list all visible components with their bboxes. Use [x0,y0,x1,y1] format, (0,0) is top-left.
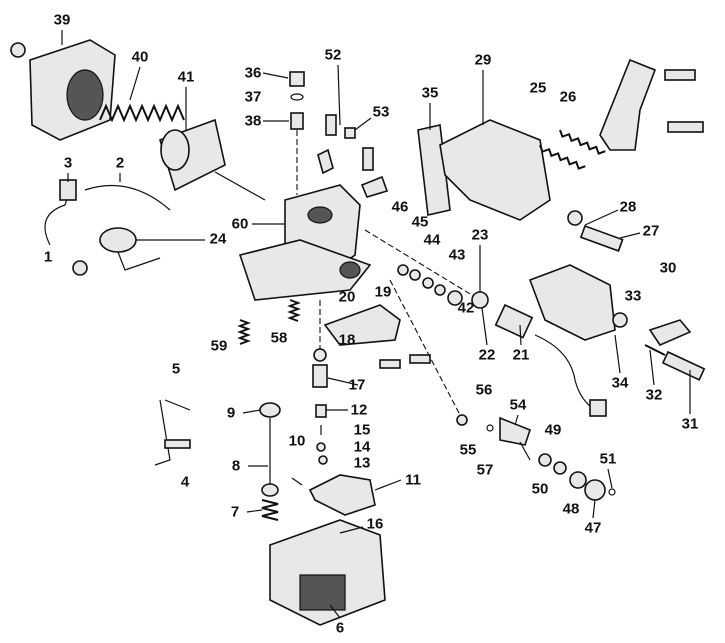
part-number-25: 25 [529,79,547,97]
part-number-45: 45 [411,213,429,231]
part-number-49: 49 [544,421,562,439]
part-number-8: 8 [231,457,241,475]
part-carburetor-body-60 [238,184,372,301]
part-number-36: 36 [244,64,262,82]
part-float-bowl-6 [269,519,386,626]
part-spring-40 [99,103,185,123]
part-actuator-29 [439,119,551,221]
part-number-2: 2 [115,154,125,172]
part-number-41: 41 [177,68,195,86]
part-number-34: 34 [611,374,629,392]
part-number-44: 44 [423,231,441,249]
part-number-12: 12 [350,401,368,419]
part-number-6: 6 [335,619,345,637]
part-number-7: 7 [230,503,240,521]
part-number-5: 5 [171,360,181,378]
part-number-48: 48 [562,500,580,518]
part-number-40: 40 [131,48,149,66]
part-number-28: 28 [619,198,637,216]
part-number-22: 22 [478,346,496,364]
part-motor-housing [10,39,116,141]
part-number-51: 51 [599,450,617,468]
part-number-24: 24 [209,230,227,248]
part-number-19: 19 [374,283,392,301]
part-number-46: 46 [391,198,409,216]
part-number-38: 38 [244,112,262,130]
part-number-16: 16 [366,515,384,533]
part-number-11: 11 [405,471,421,489]
part-number-29: 29 [474,51,492,69]
part-number-13: 13 [353,454,371,472]
part-number-39: 39 [53,11,71,29]
part-number-32: 32 [645,386,663,404]
part-number-58: 58 [270,329,288,347]
part-number-60: 60 [231,215,249,233]
part-number-54: 54 [509,396,527,414]
part-number-43: 43 [448,246,466,264]
part-number-33: 33 [624,287,642,305]
part-number-47: 47 [584,519,602,537]
part-number-3: 3 [63,154,73,172]
part-number-10: 10 [288,432,306,450]
part-number-9: 9 [226,404,236,422]
part-number-50: 50 [531,480,549,498]
part-number-23: 23 [471,226,489,244]
part-number-37: 37 [244,88,262,106]
part-number-35: 35 [421,84,439,102]
part-number-57: 57 [476,461,494,479]
leader-lines [61,30,691,619]
part-number-53: 53 [372,103,390,121]
part-number-56: 56 [475,381,493,399]
part-number-31: 31 [681,415,699,433]
part-number-20: 20 [338,288,356,306]
part-solenoid-21 [494,303,607,417]
part-number-1: 1 [43,248,53,266]
part-number-55: 55 [459,441,477,459]
part-number-52: 52 [324,46,342,64]
part-number-15: 15 [353,421,371,439]
part-number-30: 30 [659,259,677,277]
part-number-42: 42 [457,299,475,317]
part-valve-24 [72,227,161,276]
part-number-21: 21 [512,346,530,364]
part-number-59: 59 [210,337,228,355]
part-number-27: 27 [642,222,660,240]
part-number-4: 4 [180,473,190,491]
part-number-17: 17 [348,376,366,394]
part-number-14: 14 [353,438,371,456]
part-number-26: 26 [559,88,577,106]
part-cylinder-41 [159,118,266,201]
part-number-18: 18 [338,331,356,349]
